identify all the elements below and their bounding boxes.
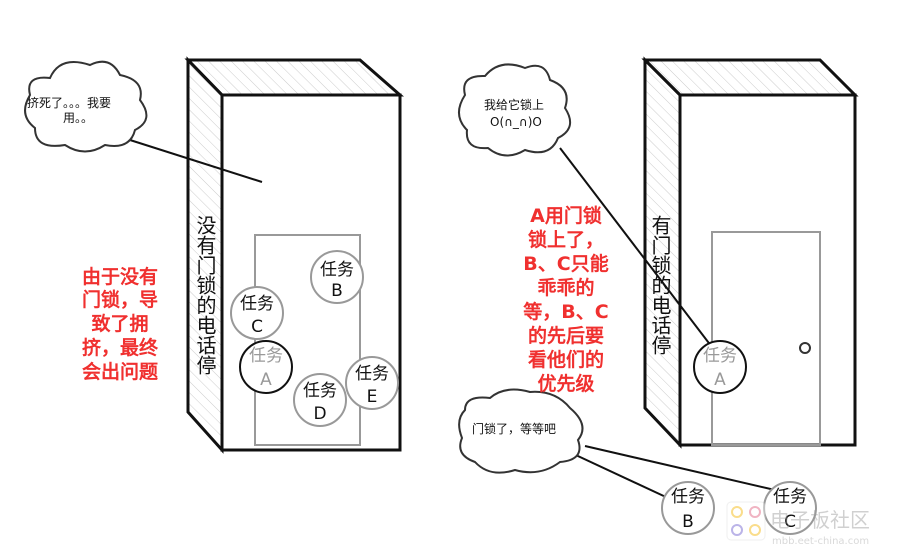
label-text: mbb.eet-china.com	[772, 536, 869, 547]
label-text: 任务	[240, 294, 274, 314]
left-explanation: 由于没有 门锁，导 致了拥 挤，最终 会出问题	[82, 265, 159, 383]
label-text: 任务	[703, 346, 737, 366]
label-text: B、C只能	[523, 252, 608, 275]
label-text: C	[251, 317, 263, 337]
label-text: B	[682, 512, 694, 532]
label-text: 会出问题	[82, 360, 158, 383]
watermark: 电子板社区 mbb.eet-china.com	[726, 501, 870, 547]
label-text: 优先级	[537, 372, 594, 395]
wait-cloud-pointer-c	[584, 445, 776, 491]
left-task-c: 任务 C	[230, 286, 284, 340]
door-lock-icon	[799, 342, 811, 354]
label-text: 任务	[773, 487, 807, 507]
label-text: 致了拥	[91, 312, 148, 335]
label-text: 任务	[671, 487, 705, 507]
right-phone-booth	[641, 56, 859, 449]
label-text: E	[367, 387, 378, 407]
right-task-a: 任务 A	[693, 340, 747, 394]
left-task-a: 任务 A	[239, 340, 293, 394]
label-text: 门锁，导	[82, 288, 158, 311]
label-text: 任务	[249, 346, 283, 366]
label-text: 挤，最终	[82, 336, 159, 359]
label-text: 我给它锁上	[484, 97, 544, 112]
label-text: 的先后要	[528, 324, 604, 347]
label-text: D	[313, 404, 326, 424]
label-text: 任务	[303, 381, 337, 401]
right-task-b: 任务 B	[661, 481, 715, 535]
right-thought-cloud-bottom: 门锁了，等等吧	[458, 388, 584, 474]
label-text: 锁上了，	[528, 228, 604, 251]
label-text: 乖乖的	[537, 276, 594, 299]
wait-cloud-pointer-b	[564, 449, 669, 499]
label-text: A	[260, 370, 272, 390]
left-task-b: 任务B	[310, 250, 364, 304]
label-text: B	[331, 281, 343, 301]
label-text: 任务	[320, 260, 354, 280]
label-text: 电子板社区	[770, 508, 870, 532]
right-cloud-pointer	[559, 147, 719, 356]
left-booth-label: 没有门锁的电话停	[193, 215, 217, 375]
label-text: C	[784, 512, 796, 532]
right-door	[711, 231, 821, 446]
left-task-d: 任务 D	[293, 373, 347, 427]
label-text: 用。。	[63, 111, 93, 125]
label-text: 门锁了，等等吧	[472, 421, 556, 436]
right-task-c: 任务 C	[763, 481, 817, 535]
left-task-e: 任务 E	[345, 356, 399, 410]
label-text: 看他们的	[527, 348, 604, 371]
right-thought-cloud-top: 我给它锁上 O(∩_∩)O	[458, 63, 572, 157]
right-explanation: A用门锁 锁上了， B、C只能 乖乖的 等，B、C 的先后要 看他们的 优先级	[522, 204, 608, 395]
label-text: A	[714, 370, 726, 390]
label-text: A用门锁	[530, 204, 602, 227]
label-text: O(∩_∩)O	[490, 115, 542, 129]
left-thought-cloud: 挤死了。。。我要 用。。	[24, 60, 148, 153]
label-text: 挤死了。。。我要	[27, 95, 111, 110]
label-text: 任务	[355, 364, 389, 384]
label-text: 等，B、C	[522, 300, 608, 323]
right-booth-label: 有门锁的电话停	[648, 215, 672, 355]
label-text: 由于没有	[82, 265, 158, 288]
watermark-logo-icon	[726, 501, 766, 541]
left-cloud-pointer	[129, 139, 263, 183]
left-door	[254, 234, 361, 446]
